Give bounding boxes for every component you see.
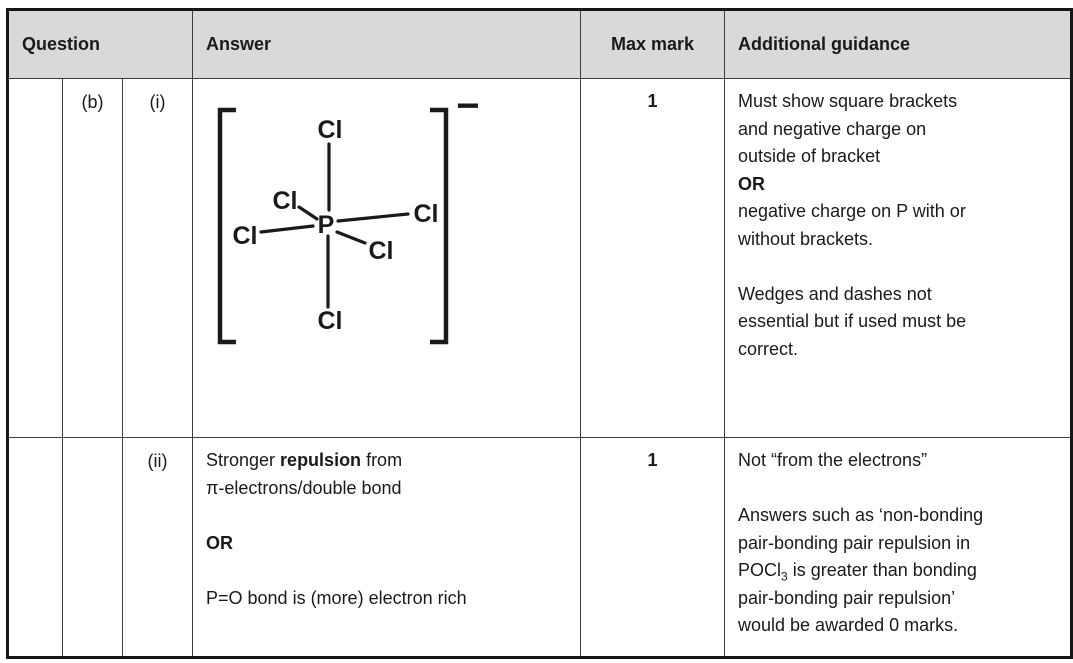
question-subpart-label-ii: (ii) bbox=[147, 451, 168, 471]
header-question: Question bbox=[9, 11, 193, 79]
guidance-line: Must show square brackets bbox=[738, 91, 958, 111]
answer-segment: Stronger bbox=[206, 450, 281, 470]
answer-line: π-electrons/double bond bbox=[206, 477, 402, 498]
empty-question-number-cell bbox=[9, 438, 63, 656]
guidance-line: POCl3 is greater than bonding bbox=[738, 557, 1060, 585]
question-subpart-label-i: (i) bbox=[149, 92, 166, 112]
answer-blank-line bbox=[206, 557, 570, 585]
answer-segment-bold: repulsion bbox=[280, 450, 362, 470]
atom-label-cl-upper-left: Cl bbox=[273, 187, 298, 215]
max-mark-value-i: 1 bbox=[647, 91, 658, 111]
atom-labels: Cl Cl Cl Cl P Cl Cl bbox=[233, 116, 439, 335]
guidance-line: correct. bbox=[738, 338, 799, 359]
header-question-label: Question bbox=[22, 33, 101, 54]
answer-segment: from bbox=[361, 450, 403, 470]
answer-or-label: OR bbox=[206, 532, 233, 553]
answer-line: Stronger repulsion from bbox=[206, 447, 570, 475]
guidance-subscript: 3 bbox=[781, 569, 788, 584]
guidance-line: Wedges and dashes not bbox=[738, 283, 932, 304]
square-bracket-right-icon bbox=[430, 107, 449, 345]
guidance-segment: POCl bbox=[738, 560, 782, 580]
answer-cell-structure: Cl Cl Cl Cl P Cl Cl − bbox=[193, 79, 581, 438]
empty-question-number-cell bbox=[9, 79, 63, 438]
header-answer-label: Answer bbox=[206, 33, 272, 54]
guidance-segment: is greater than bonding bbox=[787, 560, 977, 580]
max-mark-cell-i: 1 bbox=[581, 79, 725, 438]
pcl6-anion-structure-diagram: Cl Cl Cl Cl P Cl Cl − bbox=[217, 84, 480, 345]
atom-label-cl-lower-right: Cl bbox=[369, 237, 394, 265]
guidance-line: Answers such as ‘non-bonding bbox=[738, 505, 984, 525]
guidance-line: essential but if used must be bbox=[738, 311, 967, 331]
atom-label-cl-right: Cl bbox=[414, 200, 439, 228]
header-max-mark-label: Max mark bbox=[610, 33, 695, 54]
guidance-blank-line bbox=[738, 253, 1060, 281]
max-mark-cell-ii: 1 bbox=[581, 438, 725, 656]
header-max-mark: Max mark bbox=[581, 11, 725, 79]
empty-question-part-cell bbox=[63, 438, 123, 656]
guidance-line: pair-bonding pair repulsion’ bbox=[738, 587, 956, 608]
guidance-line: would be awarded 0 marks. bbox=[738, 615, 959, 635]
guidance-line: and negative charge on bbox=[738, 118, 927, 139]
question-subpart-cell-i: (i) bbox=[123, 79, 193, 438]
question-subpart-cell-ii: (ii) bbox=[123, 438, 193, 656]
bond-lines bbox=[259, 142, 410, 309]
negative-charge-icon: − bbox=[456, 95, 479, 128]
atom-label-p-center: P bbox=[318, 211, 335, 239]
answer-cell-text: Stronger repulsion from π-electrons/doub… bbox=[193, 438, 581, 656]
question-part-label: (b) bbox=[81, 92, 104, 112]
max-mark-value-ii: 1 bbox=[647, 450, 658, 470]
header-answer: Answer bbox=[193, 11, 581, 79]
guidance-blank-line bbox=[738, 475, 1060, 503]
atom-label-cl-left: Cl bbox=[233, 222, 258, 250]
header-additional-guidance: Additional guidance bbox=[725, 11, 1070, 79]
guidance-or-label: OR bbox=[738, 173, 765, 194]
guidance-line: without brackets. bbox=[738, 228, 874, 249]
guidance-line: pair-bonding pair repulsion in bbox=[738, 532, 971, 553]
guidance-line: negative charge on P with or bbox=[738, 201, 966, 221]
guidance-cell-ii: Not “from the electrons” Answers such as… bbox=[725, 438, 1070, 656]
mark-scheme-table: Question Answer Max mark Additional guid… bbox=[6, 8, 1073, 659]
atom-label-cl-bottom: Cl bbox=[318, 307, 343, 335]
header-additional-guidance-label: Additional guidance bbox=[738, 33, 911, 54]
guidance-line: outside of bracket bbox=[738, 146, 881, 166]
answer-blank-line bbox=[206, 502, 570, 530]
question-part-cell: (b) bbox=[63, 79, 123, 438]
square-bracket-left-icon bbox=[217, 107, 236, 345]
guidance-cell-i: Must show square brackets and negative c… bbox=[725, 79, 1070, 438]
guidance-line: Not “from the electrons” bbox=[738, 450, 928, 470]
answer-line: P=O bond is (more) electron rich bbox=[206, 587, 467, 608]
atom-label-cl-top: Cl bbox=[318, 116, 343, 144]
